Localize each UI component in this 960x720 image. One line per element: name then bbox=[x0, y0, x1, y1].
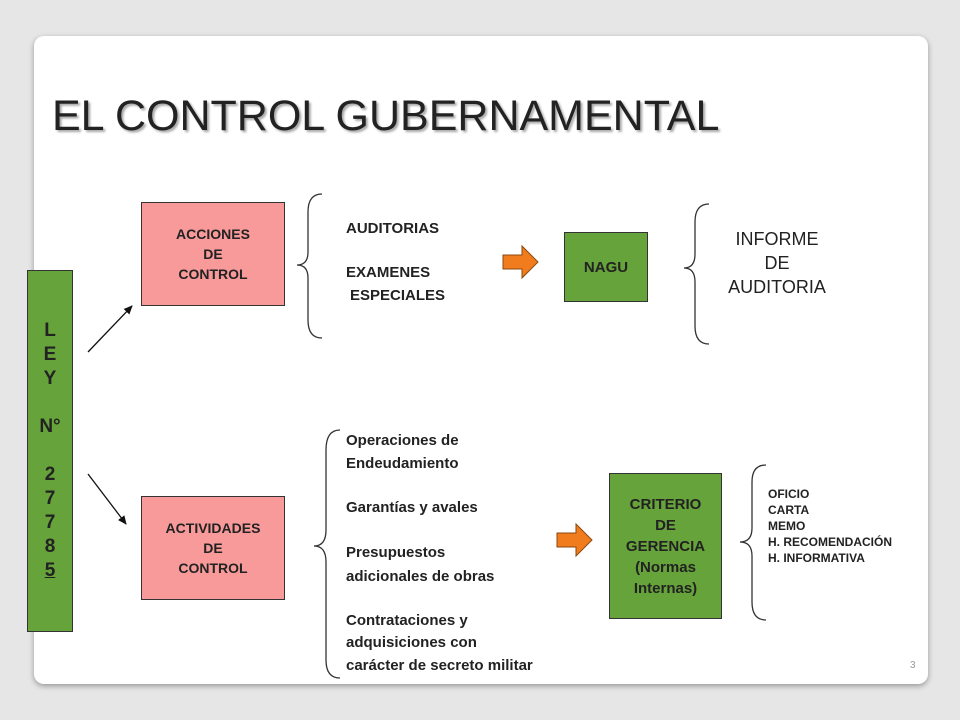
criterio-line: (Normas bbox=[635, 558, 696, 576]
orange-arrow-nagu bbox=[502, 244, 539, 280]
informe-line: DE bbox=[764, 253, 790, 273]
ley-digit: 7 bbox=[44, 488, 56, 509]
ley-digit: 2 bbox=[44, 464, 56, 485]
nagu-box: NAGU bbox=[564, 232, 648, 302]
item-presupuestos: Presupuestos bbox=[346, 544, 446, 561]
doc-recomendacion: H. RECOMENDACIÓN bbox=[768, 535, 893, 549]
doc-carta: CARTA bbox=[768, 503, 810, 517]
ley-letter: E bbox=[43, 344, 57, 365]
nagu-label: NAGU bbox=[583, 258, 629, 276]
orange-arrow-criterio bbox=[556, 522, 593, 558]
ley-digit: 7 bbox=[44, 512, 56, 533]
slide-title: EL CONTROL GUBERNAMENTAL bbox=[52, 92, 720, 140]
item-garantias: Garantías y avales bbox=[346, 499, 478, 516]
criterio-de-gerencia-box: CRITERIO DE GERENCIA (Normas Internas) bbox=[609, 473, 722, 619]
actividades-line: ACTIVIDADES bbox=[165, 520, 261, 536]
item-contrataciones: Contrataciones y bbox=[346, 612, 468, 629]
informe-line: AUDITORIA bbox=[728, 277, 826, 297]
criterio-line: CRITERIO bbox=[629, 495, 702, 513]
ley-digit: 5 bbox=[44, 560, 56, 581]
ley-gap bbox=[47, 391, 52, 415]
item-especiales: ESPECIALES bbox=[350, 287, 446, 304]
ley-number-sign: N° bbox=[39, 416, 61, 437]
doc-memo: MEMO bbox=[768, 519, 806, 533]
doc-oficio: OFICIO bbox=[768, 487, 810, 501]
actividades-line: DE bbox=[203, 540, 223, 556]
arrow-to-acciones bbox=[87, 305, 133, 353]
criterio-line: Internas) bbox=[633, 579, 698, 597]
ley-box: L E Y N° 2 7 7 8 5 bbox=[27, 270, 73, 632]
item-adquisiciones: adquisiciones con bbox=[346, 634, 477, 651]
brace-documentos bbox=[739, 464, 767, 621]
doc-informativa: H. INFORMATIVA bbox=[768, 551, 865, 565]
actividades-line: CONTROL bbox=[178, 560, 248, 576]
acciones-line: DE bbox=[203, 246, 223, 262]
arrow-to-actividades bbox=[87, 473, 127, 525]
brace-informe bbox=[683, 203, 710, 345]
ley-letter: Y bbox=[43, 368, 57, 389]
item-operaciones: Operaciones de bbox=[346, 432, 459, 449]
item-examenes: EXAMENES bbox=[346, 264, 431, 281]
actividades-de-control-box: ACTIVIDADES DE CONTROL bbox=[141, 496, 285, 600]
ley-digit: 8 bbox=[44, 536, 56, 557]
criterio-line: DE bbox=[655, 516, 676, 534]
acciones-line: CONTROL bbox=[178, 266, 248, 282]
item-auditorias: AUDITORIAS bbox=[346, 220, 440, 237]
item-secreto-militar: carácter de secreto militar bbox=[346, 657, 533, 674]
ley-letter: L bbox=[44, 320, 56, 341]
brace-actividades bbox=[313, 429, 341, 679]
acciones-de-control-box: ACCIONES DE CONTROL bbox=[141, 202, 285, 306]
acciones-line: ACCIONES bbox=[176, 226, 250, 242]
page-number: 3 bbox=[910, 660, 916, 671]
informe-line: INFORME bbox=[735, 229, 819, 249]
informe-de-auditoria: INFORME DE AUDITORIA bbox=[697, 227, 857, 299]
brace-acciones bbox=[296, 193, 323, 339]
ley-gap bbox=[47, 439, 52, 463]
criterio-line: GERENCIA bbox=[625, 537, 706, 555]
item-adicionales: adicionales de obras bbox=[346, 568, 495, 585]
item-endeudamiento: Endeudamiento bbox=[346, 455, 459, 472]
